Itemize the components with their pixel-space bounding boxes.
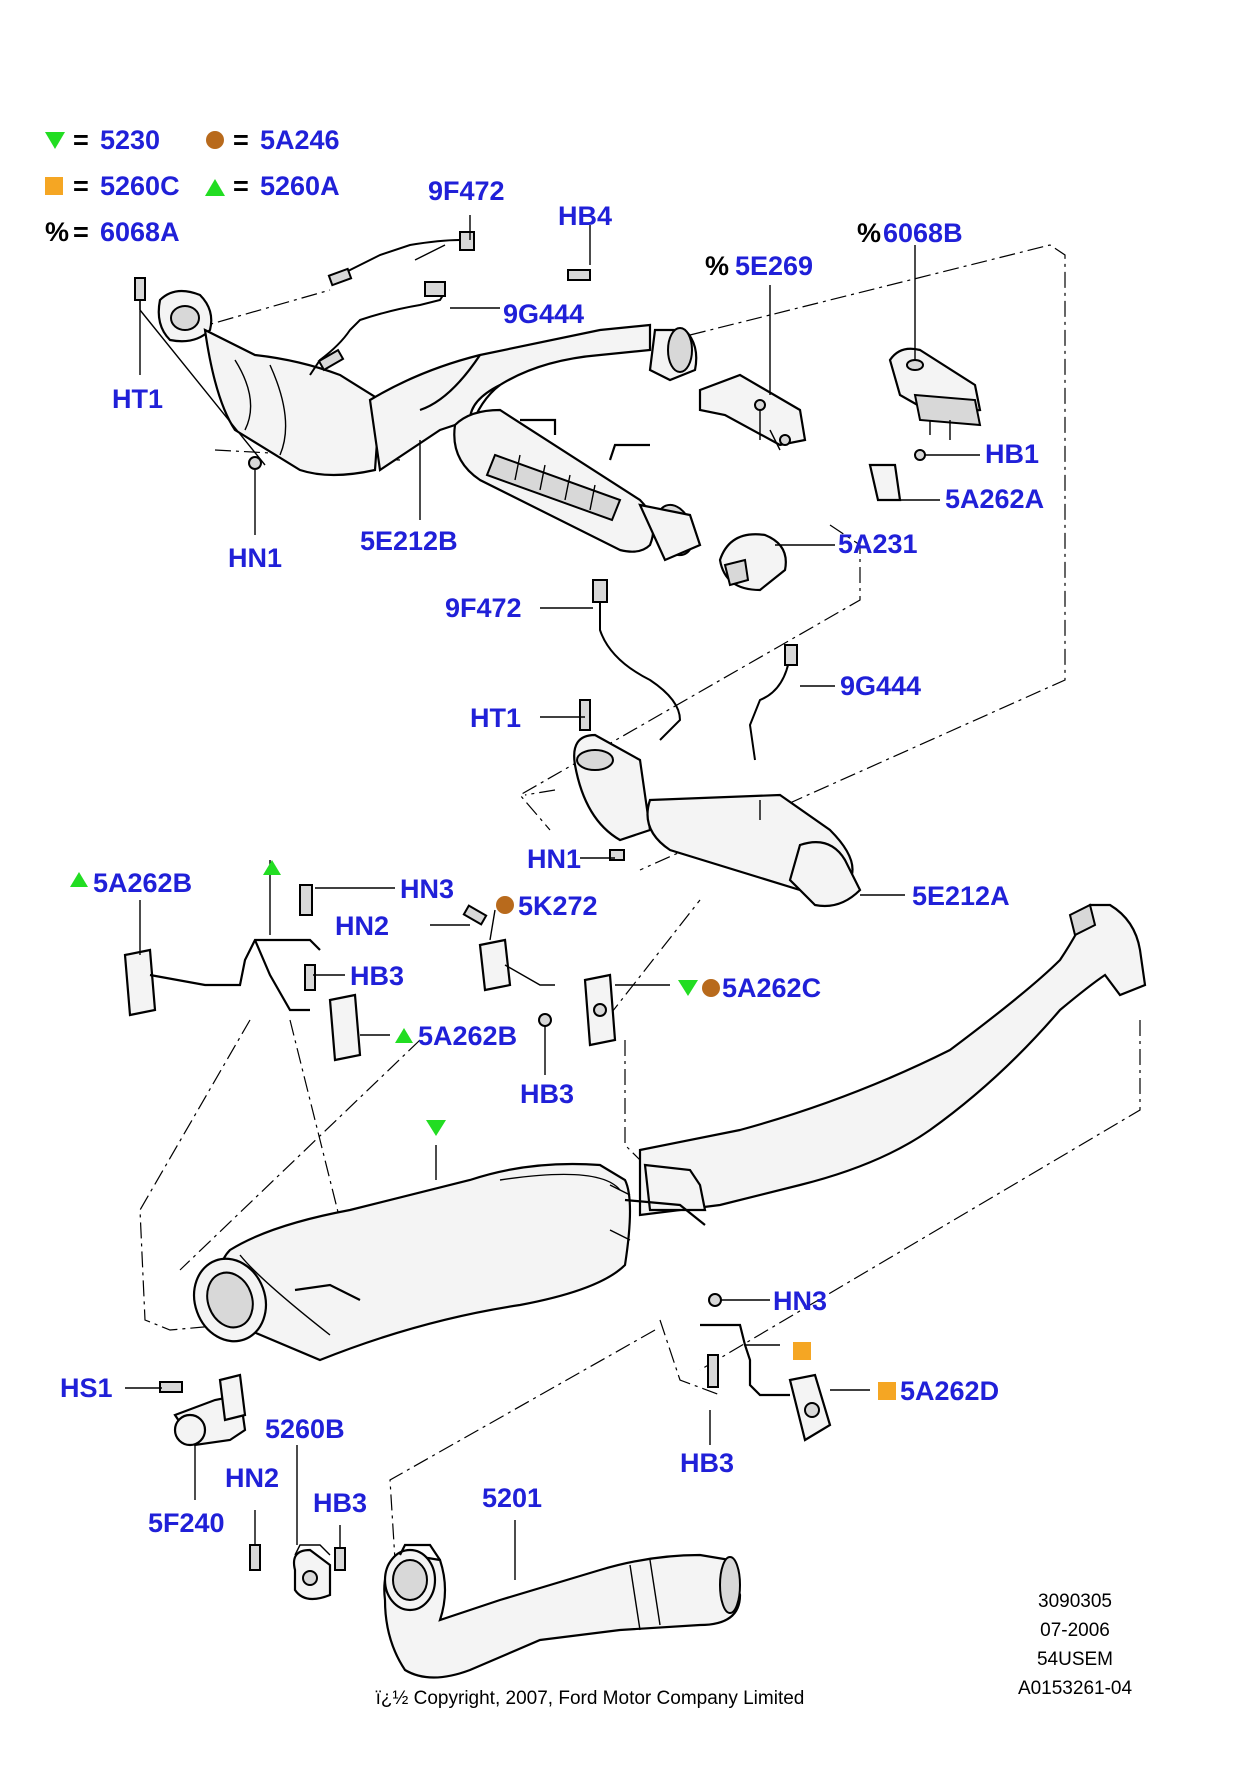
hanger-5260b bbox=[249, 1544, 346, 1601]
label-9f472-top: 9F472 bbox=[428, 176, 505, 206]
oxygen-sensors-top bbox=[309, 231, 475, 376]
label-5k272: 5K272 bbox=[518, 891, 598, 921]
catalytic-converter-right-top bbox=[453, 327, 702, 562]
muffler bbox=[193, 1162, 706, 1362]
legend-code-5a246: 5A246 bbox=[260, 125, 340, 155]
label-hb3-mid: HB3 bbox=[520, 1079, 574, 1109]
legend-code-6068a: 6068A bbox=[100, 217, 180, 247]
label-5f240: 5F240 bbox=[148, 1508, 225, 1538]
label-5a262b-right: 5A262B bbox=[418, 1021, 517, 1051]
label-hb3-right: HB3 bbox=[680, 1448, 734, 1478]
legend-code-5260a: 5260A bbox=[260, 171, 340, 201]
marker-circle-icon-5a262c bbox=[702, 979, 720, 997]
legend-equals-3: = bbox=[73, 171, 89, 201]
label-6068b-prefix: % bbox=[857, 218, 881, 248]
legend-equals-1: = bbox=[73, 125, 89, 155]
label-hb3-left: HB3 bbox=[350, 961, 404, 991]
label-5e212a: 5E212A bbox=[912, 881, 1010, 911]
hanger-bracket-mid bbox=[462, 904, 555, 1027]
marker-triangle-up-icon-5a262b-right bbox=[395, 1028, 413, 1043]
label-9f472-mid: 9F472 bbox=[445, 593, 522, 623]
copyright-notice: ï¿½ Copyright, 2007, Ford Motor Company … bbox=[375, 1688, 805, 1709]
marker-triangle-down-icon bbox=[426, 1120, 446, 1136]
legend-equals-5: = bbox=[73, 217, 89, 247]
diagram-markers bbox=[70, 860, 896, 1400]
label-hn2-mid: HN2 bbox=[335, 911, 389, 941]
label-5a262a: 5A262A bbox=[945, 484, 1044, 514]
label-5a262d: 5A262D bbox=[900, 1376, 999, 1406]
legend-equals-2: = bbox=[233, 125, 249, 155]
marker-circle-icon-5k272 bbox=[496, 896, 514, 914]
label-5a262b-left: 5A262B bbox=[93, 868, 192, 898]
clamp-5a231 bbox=[718, 533, 787, 592]
catalytic-converter-left-5e212b bbox=[157, 289, 652, 477]
drawing-reference: A0153261-04 bbox=[1017, 1678, 1133, 1699]
drawing-region: 54USEM bbox=[1036, 1649, 1114, 1670]
label-hb1: HB1 bbox=[985, 439, 1039, 469]
legend: = 5230 = 5A246 = 5260C = 5260A % = 6068A bbox=[45, 125, 340, 247]
legend-code-5260c: 5260C bbox=[100, 171, 180, 201]
label-hn3-left: HN3 bbox=[400, 874, 454, 904]
label-hn2-bottom: HN2 bbox=[225, 1463, 279, 1493]
legend-equals-4: = bbox=[233, 171, 249, 201]
marker-triangle-up-icon-5a262b-left bbox=[70, 872, 88, 887]
hanger-bracket-left bbox=[123, 884, 362, 1062]
drawing-code: 3090305 bbox=[1038, 1591, 1112, 1612]
hanger-bracket-right bbox=[700, 1293, 832, 1442]
label-5e212b: 5E212B bbox=[360, 526, 458, 556]
marker-square-icon-5a262d bbox=[878, 1382, 896, 1400]
label-ht1-top: HT1 bbox=[112, 384, 163, 414]
label-5e269-prefix: % bbox=[705, 251, 729, 281]
mount-6068b bbox=[868, 347, 982, 502]
label-5201: 5201 bbox=[482, 1483, 542, 1513]
marker-triangle-up-icon bbox=[263, 860, 281, 875]
legend-square-icon bbox=[45, 177, 63, 195]
bracket-5e269 bbox=[698, 373, 807, 451]
oxygen-sensors-mid bbox=[579, 579, 798, 761]
catalytic-converter-right-5e212a bbox=[573, 733, 862, 908]
label-hb3-bottom: HB3 bbox=[313, 1488, 367, 1518]
label-6068b: 6068B bbox=[883, 218, 963, 248]
intermediate-pipe bbox=[638, 903, 1147, 1217]
label-9g444-mid: 9G444 bbox=[840, 671, 921, 701]
label-9g444-top: 9G444 bbox=[503, 299, 584, 329]
drawing-date: 07-2006 bbox=[1040, 1620, 1110, 1641]
legend-triangle-up-icon bbox=[205, 179, 225, 196]
tailpipe-5f240 bbox=[159, 1373, 247, 1447]
label-5a262c: 5A262C bbox=[722, 973, 821, 1003]
label-hb4: HB4 bbox=[558, 201, 612, 231]
leader-lines bbox=[125, 215, 980, 1580]
label-ht1-mid: HT1 bbox=[470, 703, 521, 733]
legend-circle-icon bbox=[206, 131, 224, 149]
label-hs1: HS1 bbox=[60, 1373, 113, 1403]
label-5260b: 5260B bbox=[265, 1414, 345, 1444]
label-hn3-right: HN3 bbox=[773, 1286, 827, 1316]
label-hn1-top: HN1 bbox=[228, 543, 282, 573]
resonator-5201 bbox=[383, 1543, 742, 1679]
reference-lines bbox=[139, 244, 1141, 1561]
legend-triangle-down-icon bbox=[45, 132, 65, 149]
marker-triangle-down-icon-5a262c bbox=[678, 980, 698, 996]
label-5a231: 5A231 bbox=[838, 529, 918, 559]
label-5e269: 5E269 bbox=[735, 251, 813, 281]
part-labels: 9F472 HB4 % 6068B % 5E269 9G444 HT1 HB1 … bbox=[60, 176, 1044, 1538]
legend-percent-icon: % bbox=[45, 217, 69, 247]
label-hn1-mid: HN1 bbox=[527, 844, 581, 874]
hanger-insulator-5a262c bbox=[583, 973, 617, 1047]
marker-square-icon bbox=[793, 1342, 811, 1360]
legend-code-5230: 5230 bbox=[100, 125, 160, 155]
